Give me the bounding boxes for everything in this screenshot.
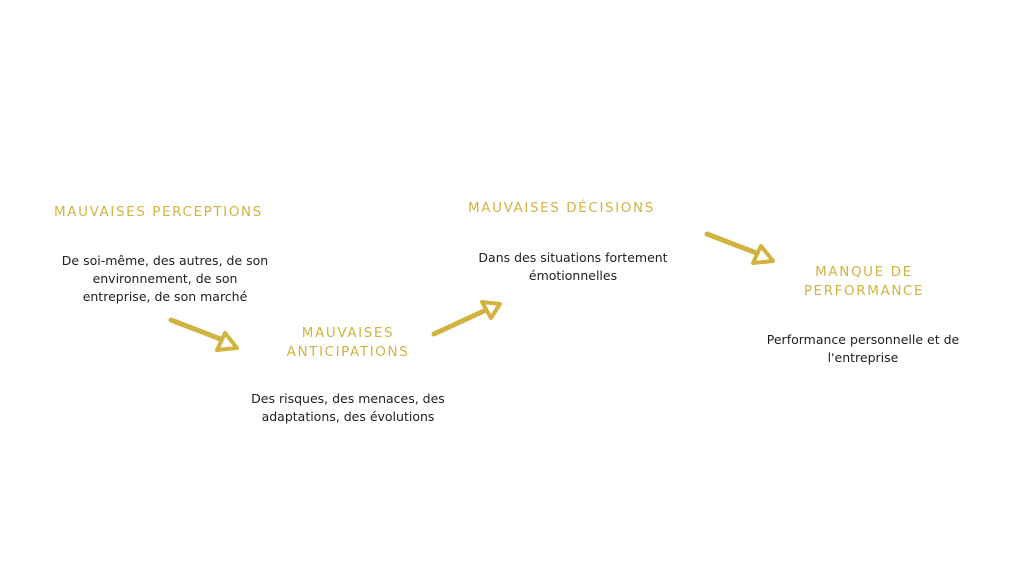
step-3-description-line: émotionnelles bbox=[528, 268, 618, 283]
step-2-title-line: MAUVAISES bbox=[301, 325, 395, 341]
step-4-title-line: PERFORMANCE bbox=[803, 283, 925, 299]
step-2-title: MAUVAISES ANTICIPATIONS bbox=[268, 324, 428, 362]
step-2-description-line: adaptations, des évolutions bbox=[261, 409, 435, 424]
step-1-description-line: environnement, de son bbox=[92, 271, 238, 286]
step-4-title: MANQUE DE PERFORMANCE bbox=[788, 263, 940, 301]
step-4-description: Performance personnelle et de l'entrepri… bbox=[752, 331, 974, 367]
step-1-description-line: De soi-même, des autres, de son bbox=[61, 253, 269, 268]
step-3-title-line: MAUVAISES DÉCISIONS bbox=[468, 200, 655, 216]
step-2-description: Des risques, des menaces, des adaptation… bbox=[238, 390, 458, 426]
step-3-description: Dans des situations fortement émotionnel… bbox=[462, 249, 684, 285]
step-4-description-line: l'entreprise bbox=[827, 350, 899, 365]
step-1-description: De soi-même, des autres, de son environn… bbox=[45, 252, 285, 306]
step-3-description-line: Dans des situations fortement bbox=[478, 250, 668, 265]
step-2-title-line: ANTICIPATIONS bbox=[286, 344, 410, 360]
step-4-description-line: Performance personnelle et de bbox=[766, 332, 960, 347]
arrow-right-down-icon bbox=[704, 231, 775, 265]
step-1-title-line: MAUVAISES PERCEPTIONS bbox=[54, 204, 263, 220]
step-1-description-line: entreprise, de son marché bbox=[82, 289, 248, 304]
arrow-right-down-icon bbox=[168, 317, 239, 352]
step-1-title: MAUVAISES PERCEPTIONS bbox=[54, 203, 276, 222]
step-2-description-line: Des risques, des menaces, des bbox=[251, 391, 445, 406]
arrow-right-up-icon bbox=[431, 300, 502, 337]
step-4-title-line: MANQUE DE bbox=[815, 264, 913, 280]
step-3-title: MAUVAISES DÉCISIONS bbox=[468, 199, 678, 218]
